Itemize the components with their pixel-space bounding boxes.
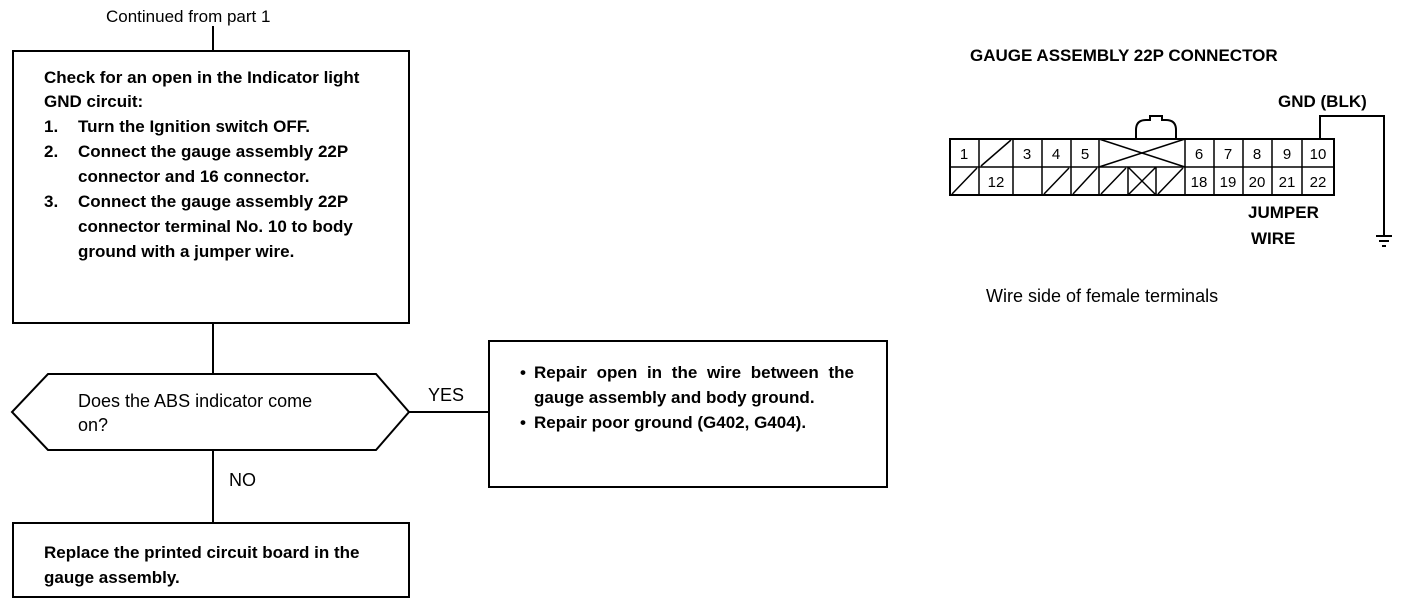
decision-question: Does the ABS indicator come on? (78, 391, 313, 435)
terminal-9: 9 (1283, 146, 1291, 163)
gnd-label: GND (BLK) (1278, 92, 1367, 111)
terminal-3: 3 (1023, 146, 1031, 163)
terminal-22: 22 (1310, 174, 1327, 191)
jumper-label-1: JUMPER (1248, 203, 1319, 222)
continued-from-label: Continued from part 1 (106, 7, 271, 26)
list-item: Repair open in the wire between the gaug… (520, 360, 854, 410)
check-title: Check for an open in the Indicator light… (44, 68, 360, 111)
terminal-5: 5 (1081, 146, 1089, 163)
terminal-7: 7 (1224, 146, 1232, 163)
terminal-19: 19 (1220, 174, 1237, 191)
no-label: NO (229, 470, 256, 490)
connector-caption: Wire side of female terminals (986, 286, 1219, 306)
terminal-4: 4 (1052, 146, 1060, 163)
ground-symbol (1376, 235, 1392, 247)
replace-box: Replace the printed circuit board in the… (12, 522, 410, 598)
list-item: 1. Turn the Ignition switch OFF. (44, 117, 310, 136)
decision-shape (10, 373, 411, 451)
list-item: 3. Connect the gauge assembly 22P connec… (44, 192, 353, 261)
connector-title: GAUGE ASSEMBLY 22P CONNECTOR (970, 46, 1278, 65)
jumper-wire (1319, 115, 1385, 236)
connector-diagram: 1 3 4 5 6 7 8 9 10 12 18 19 20 21 22 (949, 115, 1392, 247)
flowchart-connectors (10, 26, 488, 522)
repair-list: Repair open in the wire between the gaug… (520, 360, 854, 435)
jumper-label-2: WIRE (1251, 229, 1296, 248)
yes-label: YES (428, 385, 465, 405)
terminal-18: 18 (1191, 174, 1208, 191)
terminal-1: 1 (960, 146, 968, 163)
terminal-20: 20 (1249, 174, 1266, 191)
terminal-10: 10 (1310, 146, 1327, 163)
replace-text: Replace the printed circuit board in the… (44, 543, 360, 587)
check-steps: 1. Turn the Ignition switch OFF. 2. Conn… (44, 114, 380, 264)
terminal-21: 21 (1279, 174, 1296, 191)
list-item: 2. Connect the gauge assembly 22P connec… (44, 142, 348, 186)
check-step-box: Check for an open in the Indicator light… (12, 50, 410, 324)
repair-box: Repair open in the wire between the gaug… (488, 340, 888, 488)
terminal-6: 6 (1195, 146, 1203, 163)
list-item: Repair poor ground (G402, G404). (520, 410, 854, 435)
terminal-8: 8 (1253, 146, 1261, 163)
terminal-12: 12 (988, 174, 1005, 191)
